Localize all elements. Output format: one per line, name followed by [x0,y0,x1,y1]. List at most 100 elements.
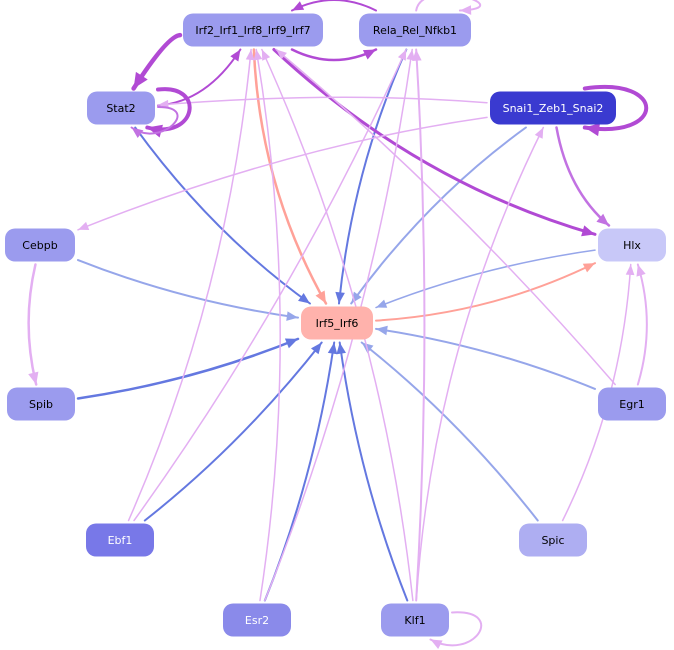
edge-egr1-irf2 [275,48,616,386]
node-box [183,13,323,47]
edge-esr2-irf5 [263,341,338,602]
node-spic: Spic [519,523,587,557]
edge-line [337,48,408,305]
node-egr1: Egr1 [598,387,666,421]
edge-line [291,0,377,12]
arrowhead [376,325,388,336]
edge-klf1-irf5 [336,341,409,602]
node-box [223,603,291,637]
edge-snai1-stat2 [157,96,488,109]
edge-line [77,116,488,231]
node-label: Egr1 [619,398,644,411]
edge-egr1-hlx [636,263,648,386]
edge-line [350,126,527,305]
edge-line [275,48,616,386]
edge-line [272,48,597,236]
self-loop-line [415,0,481,12]
arrowhead [131,127,144,139]
node-label: Stat2 [106,102,135,115]
arrowhead [412,49,422,61]
edge-stat2-irf2 [157,48,242,107]
node-irf5: Irf5_Irf6 [301,306,373,340]
edge-egr1-irf5 [375,325,596,390]
arrowhead [596,213,609,226]
edge-irf2-irf5 [252,48,328,305]
edge-line [252,48,328,305]
node-box [86,523,154,557]
node-klf1: Klf1 [381,603,449,637]
node-esr2: Esr2 [223,603,291,637]
edge-line [133,48,407,522]
edge-line [375,262,596,322]
self-loop-line [429,611,483,647]
node-label: Esr2 [245,614,269,627]
edge-rela-irf5 [335,48,408,305]
self-loop-line [145,87,192,132]
edge-line [636,263,648,386]
node-box [381,603,449,637]
edge-line [27,263,38,386]
node-snai1: Snai1_Zeb1_Snai2 [490,91,616,125]
node-hlx: Hlx [598,228,666,262]
arrowhead [276,49,287,60]
node-box [5,228,75,262]
edge-line [127,48,252,522]
arrowhead [28,371,39,385]
node-label: Ebf1 [108,534,133,547]
self-loop-snai1 [582,85,649,137]
arrowhead [261,49,271,61]
self-loop-line [582,85,649,131]
edge-line [338,341,409,602]
node-box [7,387,75,421]
self-loop-stat2 [145,87,192,138]
self-loop-klf1 [429,611,483,650]
node-label: Spib [29,398,53,411]
arrowhead [336,342,346,355]
arrowhead [230,49,241,62]
arrowhead [78,221,90,230]
arrowhead [315,290,326,304]
arrowhead [582,263,595,273]
node-label: Irf5_Irf6 [316,317,359,330]
edge-irf5-hlx [375,262,596,322]
edge-line [157,96,488,106]
edge-rela-irf2 [291,0,377,12]
arrowhead [327,342,338,355]
arrowhead [430,639,443,650]
edge-klf1-snai1 [415,126,545,602]
arrowhead [376,299,388,308]
node-box [87,91,155,125]
node-spib: Spib [7,387,75,421]
arrowhead [534,127,544,139]
arrowhead [406,49,416,61]
node-box [598,228,666,262]
node-label: Hlx [623,239,641,252]
arrowhead [459,5,472,15]
node-label: Klf1 [404,614,425,627]
edge-esr2-irf2 [253,48,281,602]
edge-line [415,48,426,602]
edge-line [360,341,539,522]
node-label: Snai1_Zeb1_Snai2 [503,102,604,115]
edge-line [76,337,300,400]
arrowhead [253,49,263,61]
edge-line [143,341,323,522]
node-box [301,306,373,340]
edge-line [415,126,545,602]
edge-snai1-irf5 [350,126,527,305]
edge-spib-irf5 [76,337,300,400]
node-box [598,387,666,421]
arrowhead [298,293,310,304]
arrowhead [335,291,345,304]
edge-line [255,48,281,602]
arrowhead [636,264,646,277]
edge-ebf1-irf2 [127,48,255,522]
edge-snai1-hlx [555,126,611,227]
node-label: Rela_Rel_Nfkb1 [373,24,457,37]
edge-ebf1-rela [133,48,407,522]
arrowhead [286,311,298,321]
node-cebpb: Cebpb [5,228,75,262]
arrowhead [362,49,376,60]
